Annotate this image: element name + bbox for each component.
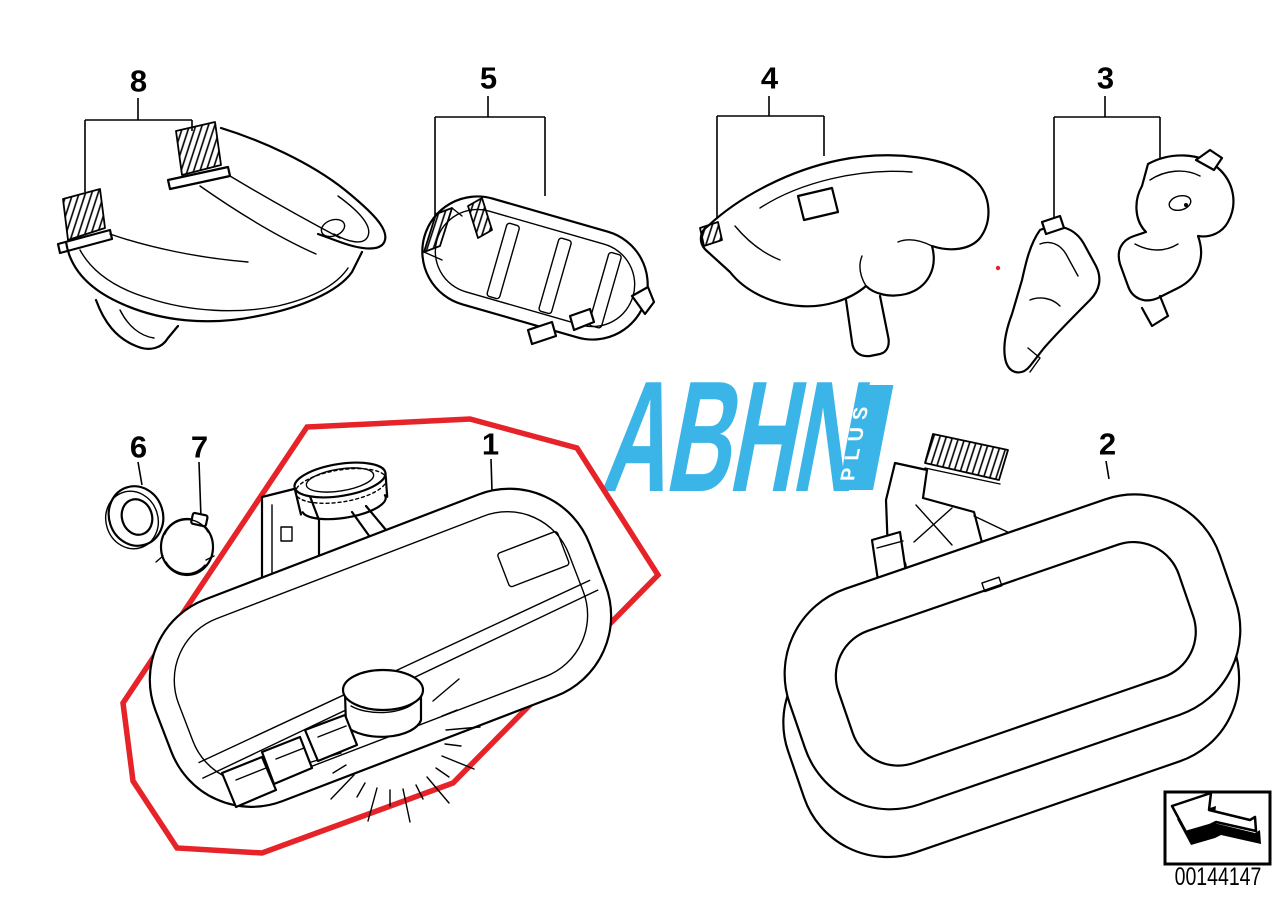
3d-arrow-up-left-icon <box>1170 791 1261 845</box>
callout-3-leader <box>1053 96 1161 226</box>
part-7-drawing <box>155 511 215 577</box>
part-2-mirror-glass-window <box>834 540 1197 767</box>
brand-wordmark: ABHN <box>593 348 881 525</box>
part-1-light-rays <box>307 678 481 823</box>
part-4-hatch-tip <box>699 221 723 247</box>
callout-label-6: 6 <box>129 429 147 465</box>
part-1-highlight-outline <box>120 416 662 856</box>
part-1-sensor-knob <box>341 668 425 738</box>
part-6-drawing <box>104 485 165 550</box>
callout-5-leader <box>434 96 546 226</box>
callout-label-5: 5 <box>479 60 497 96</box>
part-8-drawing <box>56 121 387 350</box>
callout-label-8: 8 <box>129 63 147 99</box>
callout-leader-lines <box>84 96 1161 519</box>
callout-2-leader <box>1105 460 1110 480</box>
image-number: 00144147 <box>1174 863 1262 891</box>
part-1-mirror-head <box>148 487 613 808</box>
part-1-connector-blocks <box>220 713 359 809</box>
callout-label-2: 2 <box>1098 426 1116 462</box>
callout-label-3: 3 <box>1096 60 1114 96</box>
part-8-connector-pad-left <box>62 188 106 241</box>
part-4-drawing <box>699 154 990 358</box>
footer-thumbnail <box>1163 790 1272 866</box>
red-mark-dot <box>995 265 1001 271</box>
part-5-hatch-post-top <box>467 197 493 239</box>
part-2-mount-pad <box>924 433 1009 481</box>
callout-1-leader <box>490 458 493 492</box>
part-3-drawing <box>1003 148 1235 374</box>
part-5-drawing <box>421 195 656 346</box>
part-2-drawing <box>782 433 1242 859</box>
part-1-swivel-socket <box>293 461 389 521</box>
part-1-drawing <box>148 461 613 823</box>
callout-4-leader <box>716 96 825 227</box>
watermark-logo: ABHN PLUS <box>593 348 894 525</box>
part-2-mirror-head <box>782 493 1242 859</box>
callout-6-leader <box>137 461 143 486</box>
callout-7-leader <box>198 461 202 519</box>
callout-label-4: 4 <box>760 60 778 96</box>
callout-label-7: 7 <box>190 429 208 465</box>
part-8-connector-pad-top <box>175 121 222 176</box>
callout-8-leader <box>84 98 193 192</box>
callout-label-1: 1 <box>481 426 499 462</box>
